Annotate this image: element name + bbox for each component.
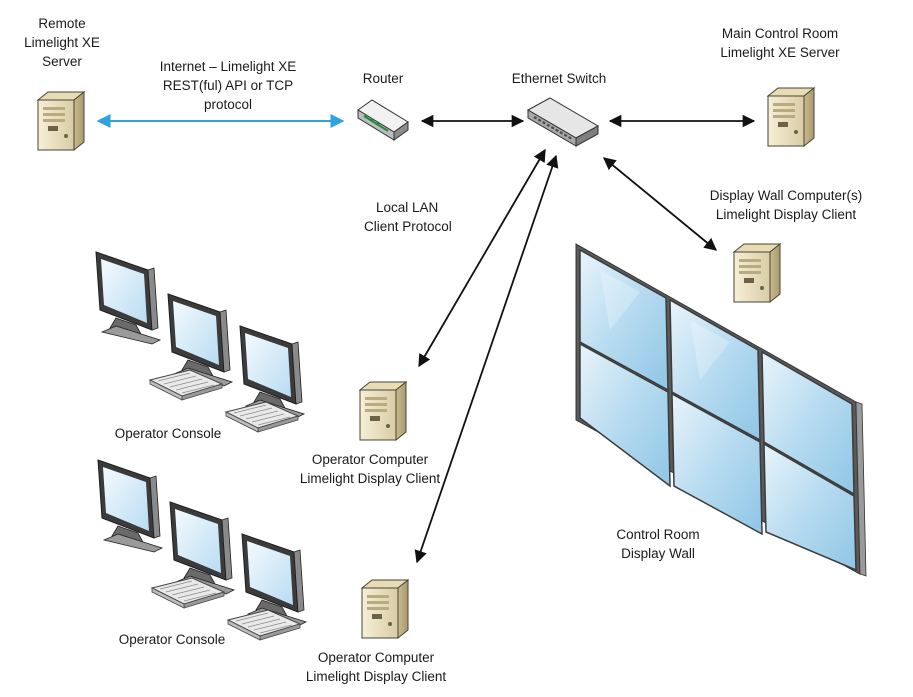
switch-wall-computer-arrow <box>603 157 717 251</box>
operator-console-1-label: Operator Console <box>114 426 222 441</box>
display-wall-label: Control Room Display Wall <box>616 527 700 561</box>
main-server-icon <box>767 87 815 147</box>
display-wall-computer-label: Display Wall Computer(s) Limelight Displ… <box>709 188 863 222</box>
operator-console-2-label: Operator Console <box>118 632 226 647</box>
display-wall-computer-icon <box>733 243 781 303</box>
operator-console-1-icon <box>96 252 304 432</box>
local-lan-label: Local LAN Client Protocol <box>364 200 452 234</box>
operator-computer-2-label: Operator Computer Limelight Display Clie… <box>305 650 447 684</box>
operator-computer-1-icon <box>359 381 407 441</box>
internet-link-label: Internet – Limelight XE REST(ful) API or… <box>159 59 297 112</box>
ethernet-switch-label: Ethernet Switch <box>511 71 607 86</box>
operator-computer-2-icon <box>361 579 409 639</box>
operator-computer-1-label: Operator Computer Limelight Display Clie… <box>299 452 441 486</box>
display-wall-icon <box>575 243 867 577</box>
remote-server-icon <box>37 91 85 151</box>
switch-icon <box>526 97 600 147</box>
router-icon <box>357 99 409 141</box>
main-server-label: Main Control Room Limelight XE Server <box>720 26 840 60</box>
router-label: Router <box>362 71 404 86</box>
switch-operator-2-arrow <box>414 154 559 564</box>
remote-server-label: Remote Limelight XE Server <box>24 16 100 69</box>
switch-operator-1-arrow <box>418 148 546 368</box>
